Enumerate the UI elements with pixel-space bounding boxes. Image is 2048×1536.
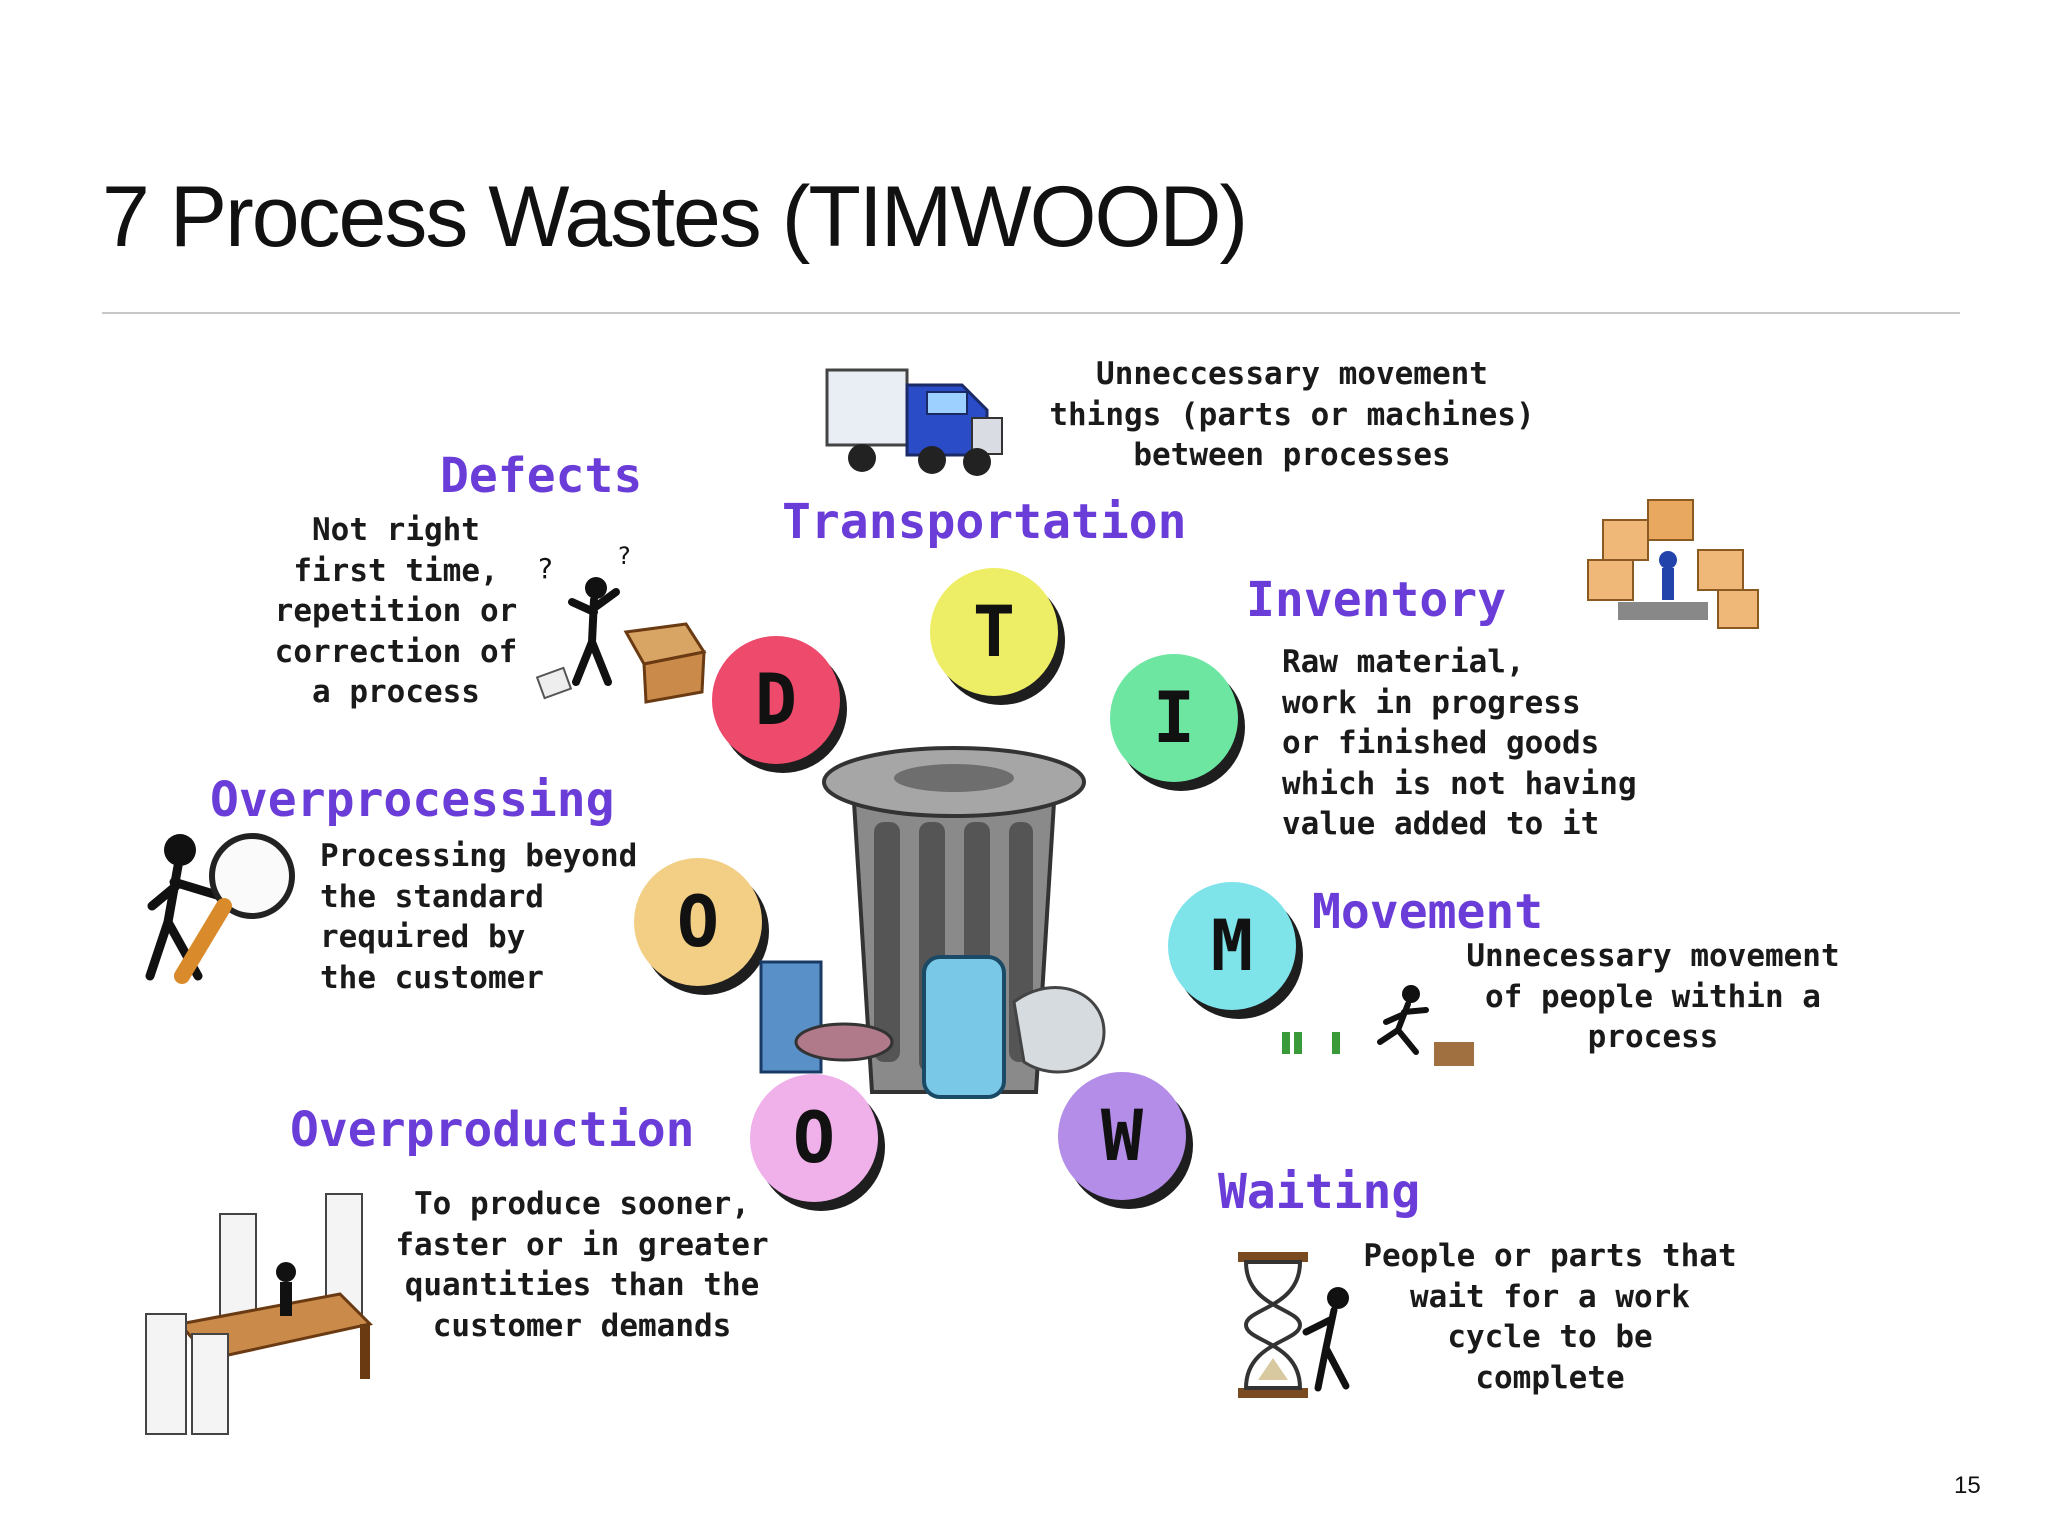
defects-circle: D	[712, 636, 840, 764]
title-divider	[102, 312, 1960, 314]
confused-worker-icon: ? ?	[535, 542, 707, 704]
overproduction-description: To produce sooner, faster or in greater …	[395, 1186, 769, 1344]
hourglass-icon	[1238, 1252, 1350, 1398]
transportation-circle: T	[930, 568, 1058, 696]
trash-can-icon	[759, 746, 1106, 1099]
overprocessing-circle: O	[634, 858, 762, 986]
slide-title: 7 Process Wastes (TIMWOOD)	[102, 169, 1248, 265]
truck-icon	[825, 368, 1003, 476]
waiting-description: People or parts that wait for a work cyc…	[1363, 1238, 1737, 1396]
overprocessing-description: Processing beyond the standard required …	[320, 838, 638, 996]
boxes-icon	[1587, 499, 1759, 629]
inventory-heading: Inventory	[1246, 572, 1507, 628]
overproduction-heading: Overproduction	[290, 1102, 695, 1158]
overprocessing-heading: Overprocessing	[210, 772, 615, 828]
svg-text:?: ?	[618, 542, 631, 570]
transportation-description: Unneccessary movement things (parts or m…	[1049, 356, 1535, 473]
transportation-heading: Transportation	[782, 494, 1187, 550]
paper-stacks-icon	[145, 1193, 374, 1435]
inventory-description: Raw material, work in progress or finish…	[1282, 644, 1637, 842]
waiting-circle: W	[1058, 1072, 1186, 1200]
inventory-circle: I	[1110, 654, 1238, 782]
running-worker-icon	[1282, 985, 1474, 1066]
overproduction-circle: O	[750, 1074, 878, 1202]
magnifying-glass-icon	[145, 833, 295, 984]
defects-description: Not right first time, repetition or corr…	[274, 512, 518, 710]
svg-text:?: ?	[538, 552, 553, 585]
movement-description: Unnecessary movement of people within a …	[1466, 938, 1840, 1055]
defects-heading: Defects	[440, 448, 643, 504]
waiting-heading: Waiting	[1218, 1164, 1421, 1220]
movement-heading: Movement	[1312, 884, 1544, 940]
movement-circle: M	[1168, 882, 1296, 1010]
page-number: 15	[1954, 1472, 1981, 1499]
